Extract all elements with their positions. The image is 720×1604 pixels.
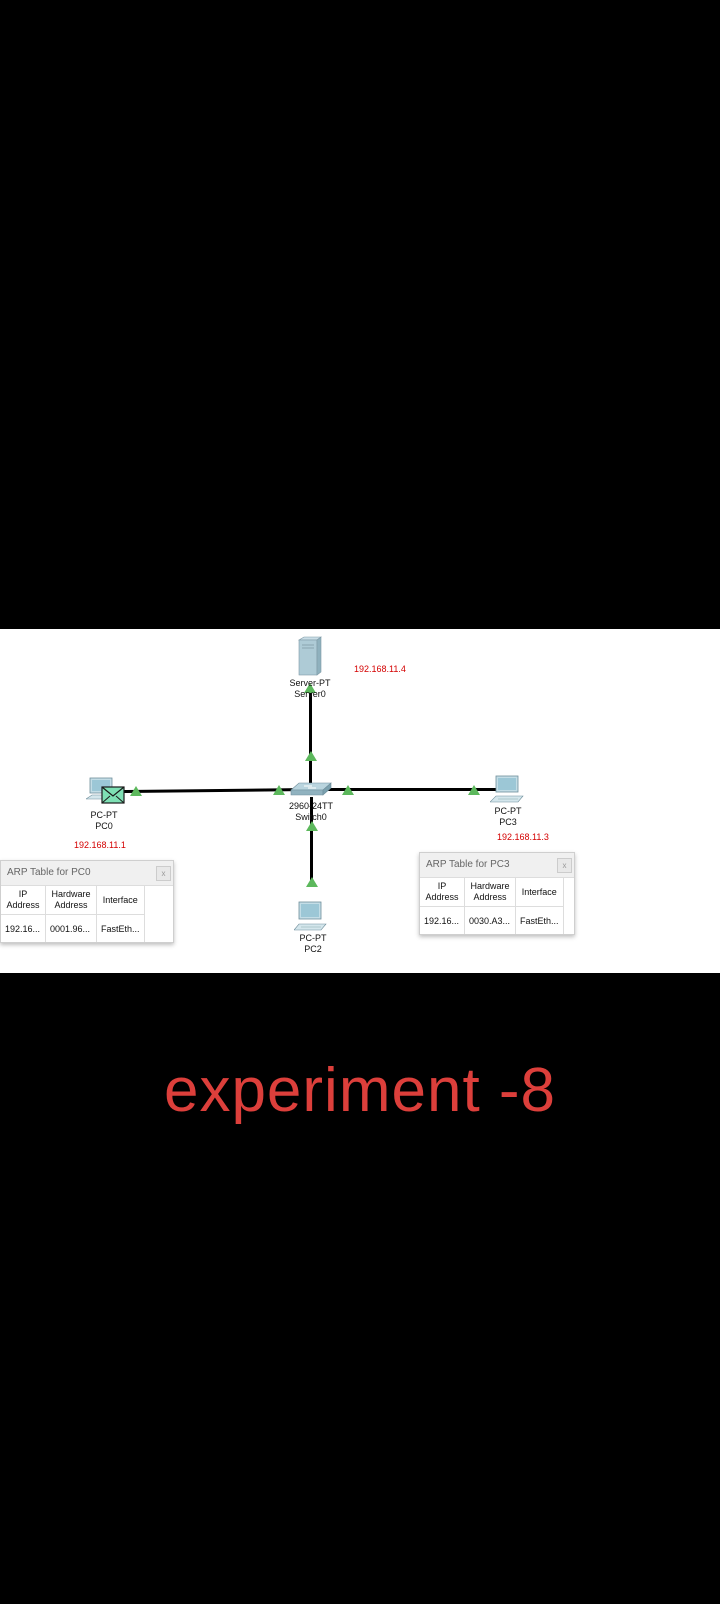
link-server-switch[interactable] (309, 687, 312, 793)
arp-header-row: IP Address Hardware Address Interface (420, 878, 564, 907)
link-status-indicator (305, 751, 317, 761)
column-header[interactable]: Hardware Address (464, 878, 516, 907)
arp-table-window-pc3[interactable]: ARP Table for PC3 x IP Address Hardware … (419, 852, 575, 935)
pc2-device[interactable] (293, 901, 328, 931)
pc2-label: PC-PT PC2 (283, 933, 343, 955)
link-pc0-switch[interactable] (122, 788, 299, 793)
column-header[interactable]: IP Address (1, 886, 46, 915)
ip-cell: 192.16... (420, 906, 465, 934)
table-row[interactable]: 192.16... 0030.A3... FastEth... (420, 906, 564, 934)
server-device[interactable] (296, 636, 322, 676)
server-ip: 192.168.11.4 (354, 664, 406, 674)
link-status-indicator (130, 786, 142, 796)
switch-icon (290, 782, 332, 796)
arp-table: IP Address Hardware Address Interface 19… (1, 886, 145, 942)
pc3-ip: 192.168.11.3 (497, 832, 549, 842)
link-status-indicator (306, 821, 318, 831)
arp-table: IP Address Hardware Address Interface 19… (420, 878, 564, 934)
column-header[interactable]: Interface (515, 878, 564, 907)
column-header[interactable]: Hardware Address (45, 886, 97, 915)
link-switch-pc3[interactable] (326, 788, 498, 791)
pc0-type: PC-PT (90, 810, 118, 820)
link-status-indicator (304, 683, 316, 693)
pc3-label: PC-PT PC3 (478, 806, 538, 828)
server-label: Server-PT Server0 (280, 678, 340, 700)
pc0-name: PC0 (95, 821, 113, 831)
switch-type: 2960-24TT (288, 801, 334, 811)
arp-title-bar[interactable]: ARP Table for PC3 x (420, 853, 574, 878)
pc3-device[interactable] (489, 775, 524, 803)
interface-cell: FastEth... (96, 914, 145, 942)
pc0-device[interactable] (85, 777, 126, 809)
pc2-name: PC2 (304, 944, 322, 954)
server-name: Server0 (294, 689, 326, 699)
ip-cell: 192.16... (1, 914, 46, 942)
switch-label: 2960-24TT Switch0 (281, 801, 341, 823)
arp-title: ARP Table for PC0 (7, 867, 91, 878)
table-row[interactable]: 192.16... 0001.96... FastEth... (1, 914, 145, 942)
link-status-indicator (468, 785, 480, 795)
pc2-type: PC-PT (299, 933, 327, 943)
arp-title: ARP Table for PC3 (426, 859, 510, 870)
switch-name: Switch0 (295, 812, 327, 822)
mac-cell: 0001.96... (45, 914, 97, 942)
arp-table-window-pc0[interactable]: ARP Table for PC0 x IP Address Hardware … (0, 860, 174, 943)
link-status-indicator (273, 785, 285, 795)
switch-device[interactable] (290, 780, 332, 796)
arp-header-row: IP Address Hardware Address Interface (1, 886, 145, 915)
server-icon (297, 636, 322, 676)
pc0-label: PC-PT PC0 (74, 810, 134, 832)
pc-icon (293, 901, 327, 931)
mac-cell: 0030.A3... (464, 906, 516, 934)
column-header[interactable]: IP Address (420, 878, 465, 907)
link-status-indicator (342, 785, 354, 795)
pc3-name: PC3 (499, 817, 517, 827)
server-type: Server-PT (289, 678, 331, 688)
close-button[interactable]: x (156, 866, 171, 881)
arp-title-bar[interactable]: ARP Table for PC0 x (1, 861, 173, 886)
close-button[interactable]: x (557, 858, 572, 873)
pc-icon (489, 775, 524, 803)
caption-text: experiment -8 (163, 1056, 557, 1125)
interface-cell: FastEth... (515, 906, 564, 934)
pc-icon (85, 777, 125, 804)
pc3-type: PC-PT (494, 806, 522, 816)
link-switch-pc2[interactable] (310, 797, 313, 885)
topology-canvas[interactable]: Server-PT Server0 192.168.11.4 2960-24TT… (0, 629, 720, 973)
pc0-ip: 192.168.11.1 (74, 840, 126, 850)
column-header[interactable]: Interface (96, 886, 145, 915)
link-status-indicator (306, 877, 318, 887)
